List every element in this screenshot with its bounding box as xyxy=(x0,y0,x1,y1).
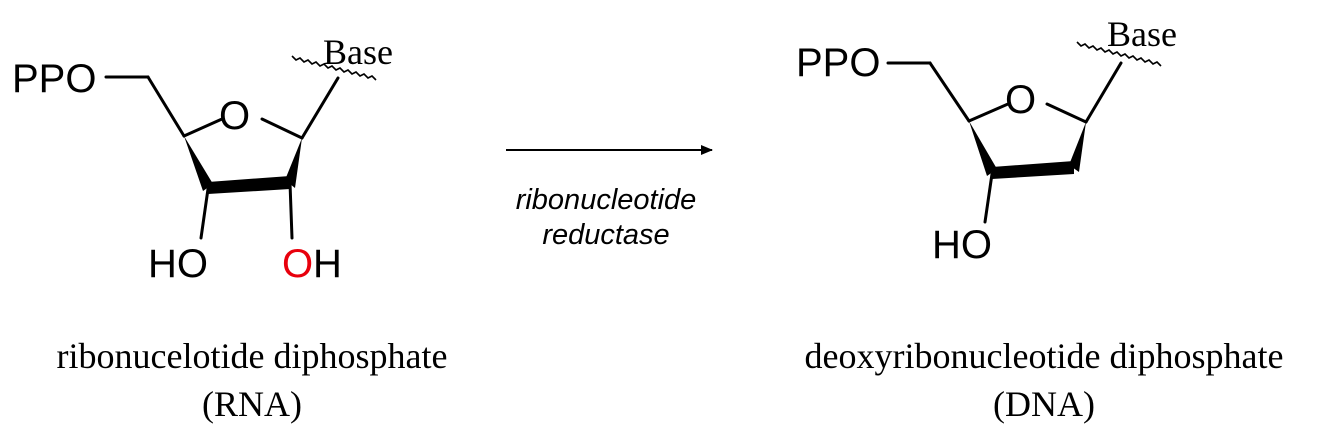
reactant-3-hydroxyl: HO xyxy=(148,242,208,286)
product-c3-oh-bond xyxy=(983,172,994,224)
product-c5-c4-bond xyxy=(928,61,971,123)
reactant-base-label: Base xyxy=(323,32,393,72)
enzyme-label-line2: reductase xyxy=(542,219,669,251)
product-c4-c3-wedge xyxy=(969,121,997,176)
reactant-2-hydroxyl-hydrogen: H xyxy=(313,242,342,286)
reactant-c2-oh-bond xyxy=(288,181,294,240)
product-ppo-label: PPO xyxy=(796,41,880,85)
product-base-wavy-bond xyxy=(1076,41,1162,67)
product-c3-c2-bold-bond xyxy=(992,161,1074,179)
reaction-arrow-group: ribonucleotide reductase xyxy=(506,145,713,251)
deoxyribonucleotide-structure: PPO O Base HO xyxy=(796,14,1177,267)
reactant-c5-c4-bond xyxy=(146,75,186,138)
reactant-c1-c2-wedge xyxy=(285,138,302,188)
reactant-2-hydroxyl-oxygen: O xyxy=(282,242,313,286)
product-o-c1-bond xyxy=(1045,102,1088,124)
ribonucleotide-structure: PPO O Base HO O H xyxy=(12,32,393,286)
reactant-c4-o-bond xyxy=(182,117,224,138)
product-ring-oxygen: O xyxy=(1005,78,1036,122)
reactant-c3-c2-bold-bond xyxy=(208,176,290,194)
reactant-ring-oxygen: O xyxy=(219,94,250,138)
product-c1-c2-wedge xyxy=(1069,122,1086,172)
reactant-name: ribonucelotide diphosphate xyxy=(57,336,448,376)
product-type: (DNA) xyxy=(993,384,1095,424)
product-3-hydroxyl: HO xyxy=(932,223,992,267)
reactant-type: (RNA) xyxy=(202,384,302,424)
product-c1-base-bond xyxy=(1084,61,1123,124)
reactant-base-wavy-bond xyxy=(291,55,377,81)
reactant-ppo-label: PPO xyxy=(12,57,96,101)
enzyme-label-line1: ribonucleotide xyxy=(516,184,697,216)
reactant-c4-c3-wedge xyxy=(184,136,213,191)
reactant-c3-oh-bond xyxy=(199,187,210,240)
product-name: deoxyribonucleotide diphosphate xyxy=(805,336,1284,376)
product-base-label: Base xyxy=(1107,14,1177,54)
reactant-c1-base-bond xyxy=(300,76,340,140)
product-c4-o-bond xyxy=(967,102,1010,123)
reactant-o-c1-bond xyxy=(260,117,304,140)
